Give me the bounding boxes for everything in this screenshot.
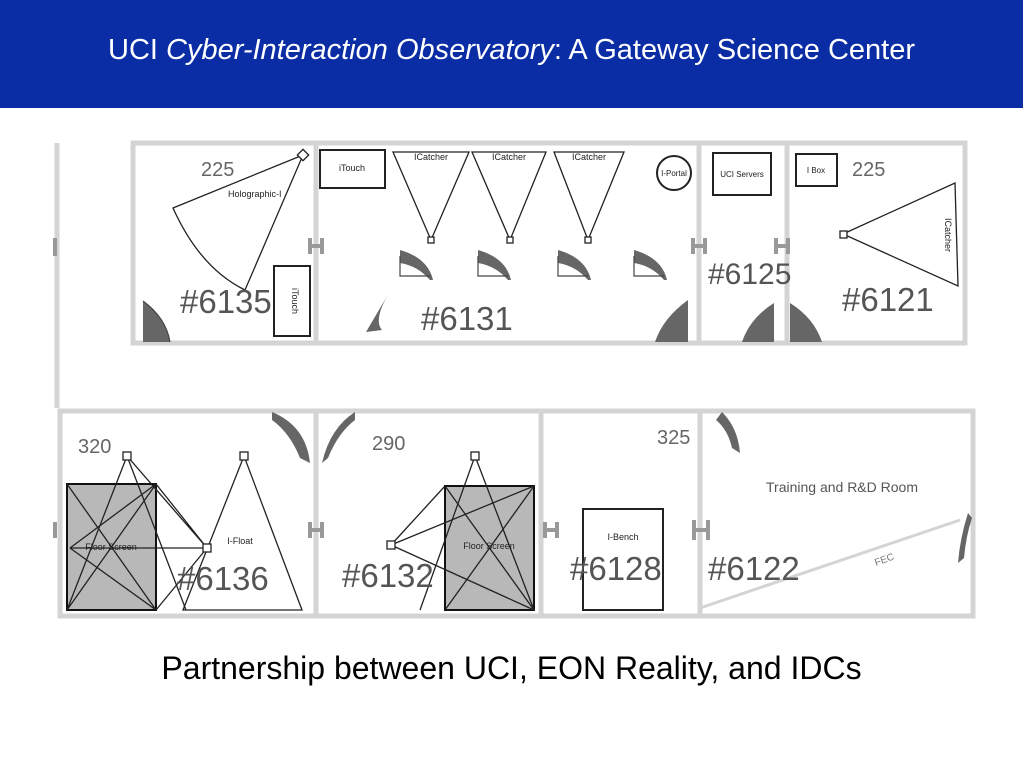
ibox-label: I Box [807, 166, 825, 175]
dimension-label: 320 [78, 436, 111, 458]
ibench: I-Bench [582, 508, 664, 611]
room-number: #6131 [421, 300, 513, 337]
floor-plan: Holographic-I iTouch iTouch ICatcher ICa… [53, 140, 976, 619]
icatcher-2-label: ICatcher [492, 152, 526, 162]
uci-servers-label: UCI Servers [720, 170, 764, 179]
holographic-label: Holographic-I [228, 189, 282, 199]
title-italic: Cyber-Interaction Observatory [166, 34, 554, 66]
floor-screen-2-label: Floor Screen [463, 541, 515, 551]
dimension-label: 225 [852, 159, 885, 181]
ibench-label: I-Bench [607, 532, 638, 542]
floor-screen-1-label: Floor Screen [85, 542, 137, 552]
fec-label: FEC [873, 552, 896, 569]
icatcher-side-cone: ICatcher [839, 182, 959, 288]
training-room-label: Training and R&D Room [766, 479, 918, 495]
icatcher-cone-1: ICatcher [392, 151, 470, 244]
room-number: #6125 [708, 258, 791, 291]
ifloat-label: I-Float [227, 536, 253, 546]
floor-screen-1: Floor Screen [66, 455, 207, 611]
room-number: #6136 [177, 560, 269, 597]
title-bar [0, 0, 1023, 108]
dimension-label: 225 [201, 159, 234, 181]
ifloat-cone: I-Float [122, 451, 303, 611]
dimension-label: 290 [372, 433, 405, 455]
room-number: #6121 [842, 281, 934, 318]
itouch-top-label: iTouch [339, 163, 365, 173]
uci-servers-box: UCI Servers [712, 152, 772, 196]
icatcher-side-label: ICatcher [943, 218, 953, 252]
dimension-label: 325 [657, 427, 690, 449]
room-number: #6135 [180, 283, 272, 320]
icatcher-1-label: ICatcher [414, 152, 448, 162]
holographic-cone: Holographic-I [172, 148, 310, 291]
icatcher-cone-2: ICatcher [471, 151, 547, 244]
doors [142, 250, 972, 563]
wall-markers [53, 238, 790, 540]
room-number: #6128 [570, 550, 662, 587]
ibox: I Box [795, 153, 838, 187]
icatcher-cone-3: ICatcher [553, 151, 625, 244]
iportal-label: I-Portal [661, 169, 687, 178]
icatcher-3-label: ICatcher [572, 152, 606, 162]
title-suffix: : A Gateway Science Center [553, 34, 915, 66]
itouch-side-box: iTouch [273, 265, 311, 337]
room-number: #6132 [342, 557, 434, 594]
itouch-side-label: iTouch [290, 288, 300, 314]
caption: Partnership between UCI, EON Reality, an… [161, 650, 862, 686]
walls [54, 140, 976, 619]
page-title: UCI Cyber-Interaction Observatory: A Gat… [60, 30, 963, 70]
floor-screen-2: Floor Screen [386, 451, 535, 611]
iportal: I-Portal [656, 155, 692, 191]
room-number: #6122 [708, 550, 800, 587]
itouch-top-box: iTouch [319, 149, 386, 189]
title-prefix: UCI [108, 34, 166, 66]
